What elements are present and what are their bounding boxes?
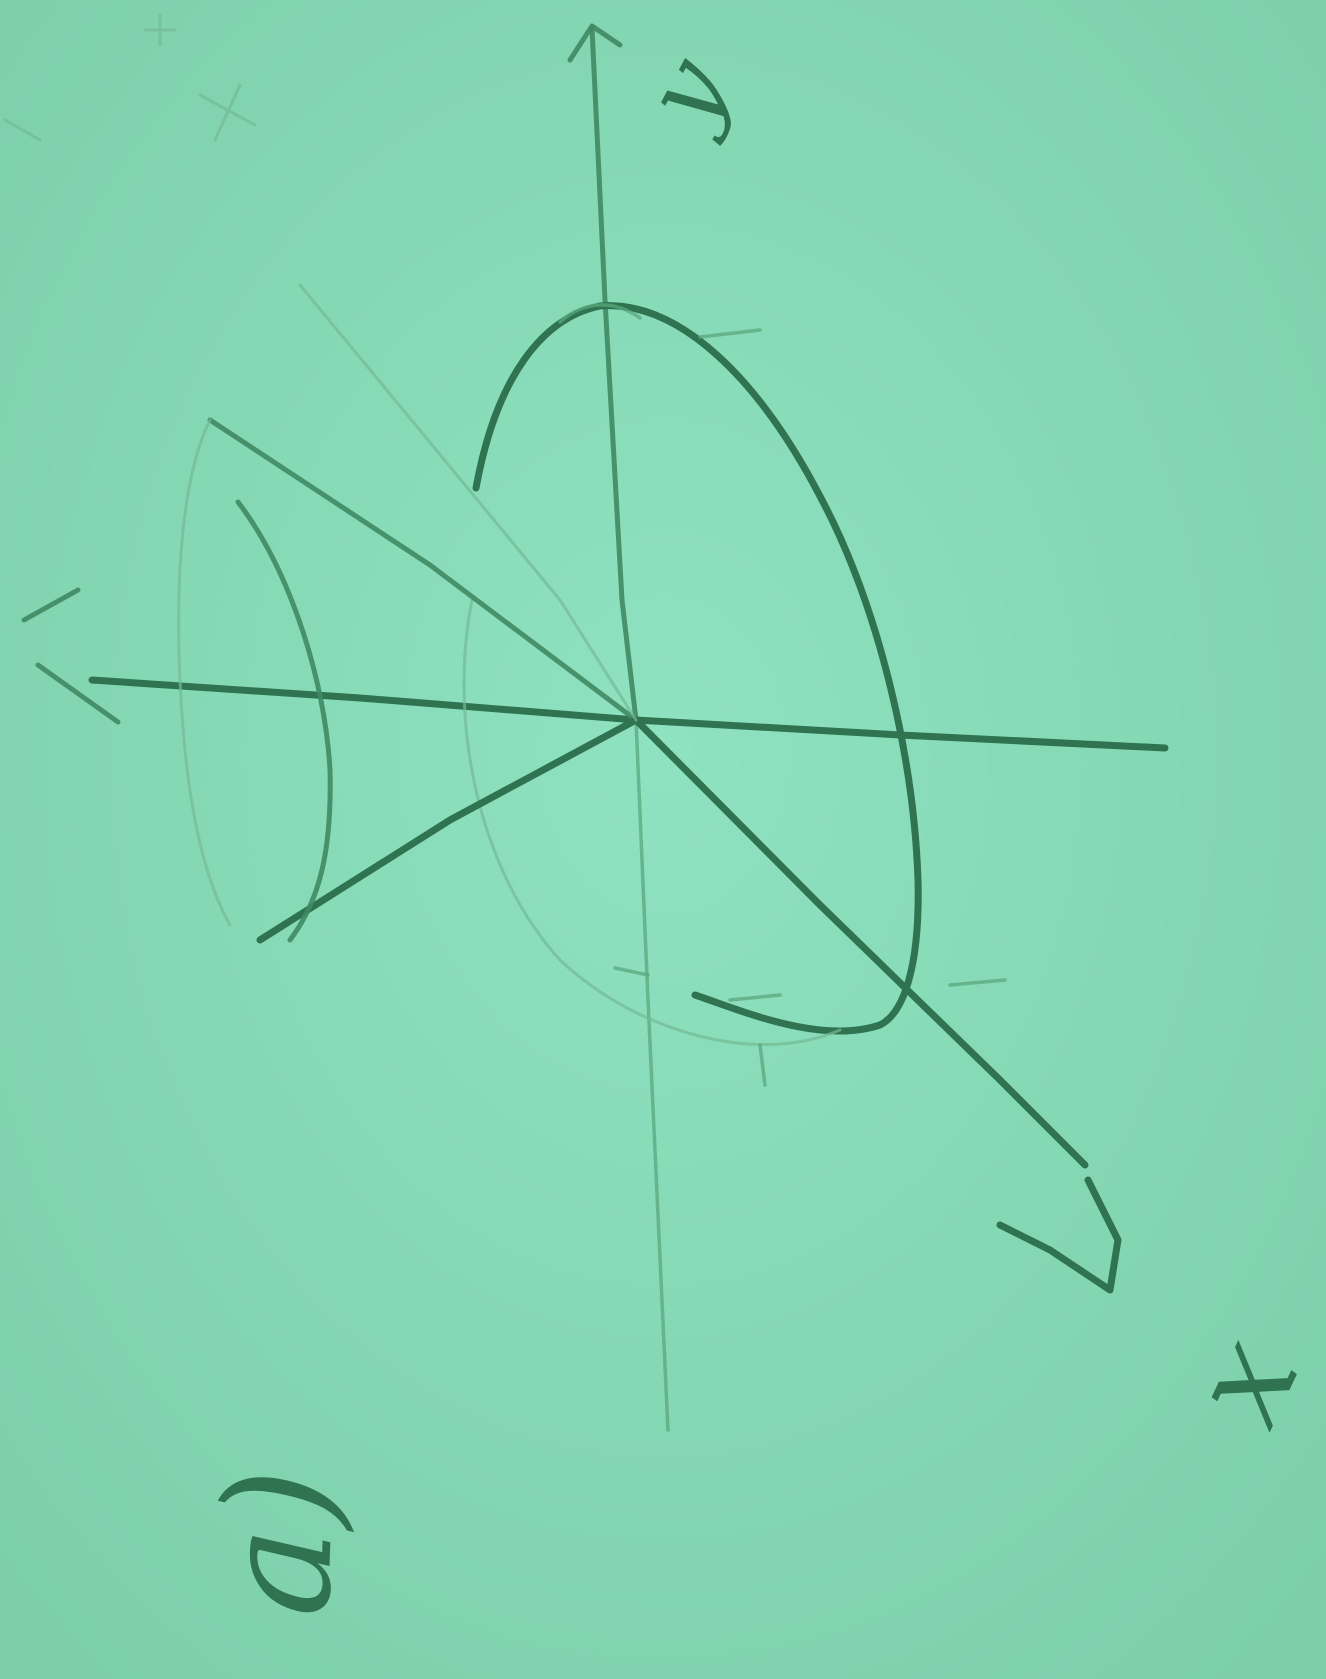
faint-guide-line (298, 283, 638, 722)
tick-mark-bottom (613, 966, 1007, 1087)
stray-marks (3, 13, 257, 142)
loop-curve (472, 302, 922, 1035)
apex-mark (558, 303, 642, 324)
subfigure-label: a) (190, 1465, 369, 1619)
left-cone-outer (177, 418, 232, 927)
upper-left-ray (207, 417, 639, 723)
x-axis-arrowhead (996, 1176, 1122, 1294)
vertical-axis-lower (634, 718, 670, 1432)
x-axis (632, 716, 1089, 1169)
tick-mark-top (698, 328, 762, 339)
left-axis-mark (21, 587, 121, 725)
left-cone-arc (235, 499, 333, 943)
vertical-axis-arrowhead (567, 23, 623, 63)
inner-ellipse (462, 598, 842, 1047)
lower-left-ray (256, 716, 640, 944)
vertical-axis-upper (589, 25, 639, 723)
